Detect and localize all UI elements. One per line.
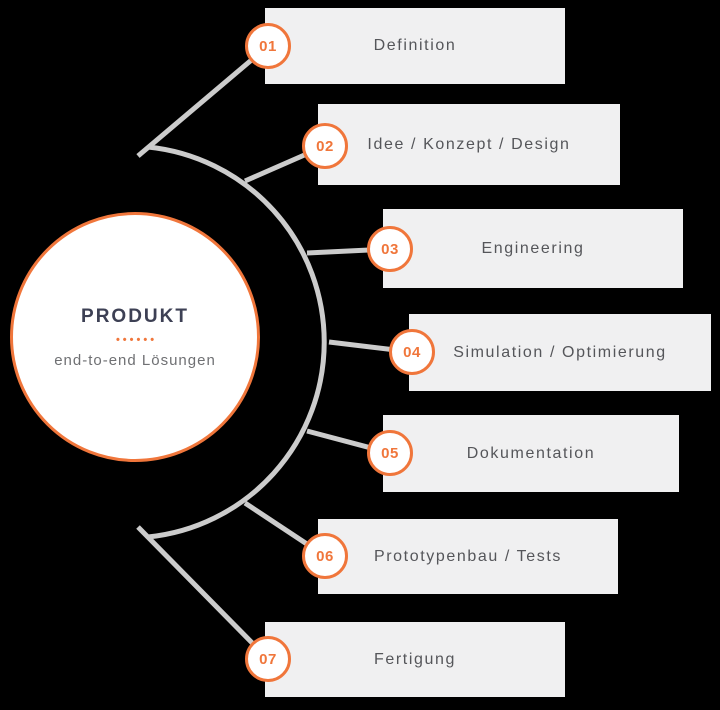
product-circle: PRODUKT •••••• end-to-end Lösungen bbox=[10, 212, 260, 462]
step-number: 06 bbox=[316, 547, 334, 565]
step-number-badge: 01 bbox=[245, 23, 291, 69]
step-label: Dokumentation bbox=[466, 444, 596, 462]
step-number-badge: 04 bbox=[389, 329, 435, 375]
step-box: Idee / Konzept / Design bbox=[318, 104, 620, 185]
step-box: Dokumentation bbox=[383, 415, 679, 492]
step-number: 03 bbox=[381, 240, 399, 258]
step-number-badge: 02 bbox=[302, 123, 348, 169]
product-title: PRODUKT bbox=[81, 305, 189, 327]
product-subtitle: end-to-end Lösungen bbox=[54, 351, 216, 369]
step-box: Definition bbox=[265, 8, 565, 84]
step-number: 01 bbox=[259, 37, 277, 55]
step-label: Fertigung bbox=[374, 650, 456, 668]
step-number-badge: 03 bbox=[367, 226, 413, 272]
step-label: Definition bbox=[373, 37, 457, 54]
step-label: Engineering bbox=[481, 239, 585, 257]
step-label: Prototypenbau / Tests bbox=[373, 547, 563, 565]
step-number-badge: 05 bbox=[367, 430, 413, 476]
step-box: Engineering bbox=[383, 209, 683, 288]
step-number: 04 bbox=[403, 343, 421, 361]
step-number: 05 bbox=[381, 444, 399, 462]
dots-divider: •••••• bbox=[115, 333, 158, 346]
step-box: Fertigung bbox=[265, 622, 565, 697]
connector-line-1 bbox=[136, 44, 270, 158]
step-box: Simulation / Optimierung bbox=[409, 314, 711, 391]
step-number: 02 bbox=[316, 137, 334, 155]
step-box: Prototypenbau / Tests bbox=[318, 519, 618, 594]
arc-line bbox=[147, 144, 327, 540]
step-label: Simulation / Optimierung bbox=[453, 343, 667, 361]
step-number: 07 bbox=[259, 650, 277, 668]
step-number-badge: 06 bbox=[302, 533, 348, 579]
step-label: Idee / Konzept / Design bbox=[367, 135, 571, 153]
step-number-badge: 07 bbox=[245, 636, 291, 682]
connector-line-7 bbox=[136, 525, 270, 661]
